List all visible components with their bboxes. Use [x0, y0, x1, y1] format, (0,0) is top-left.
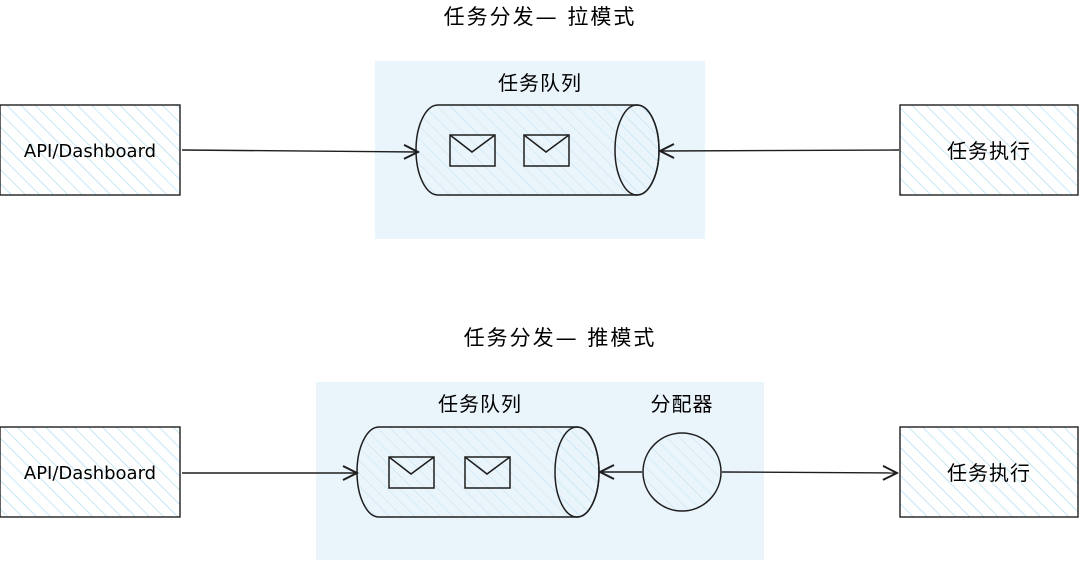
pull-mode-section: 任务分发— 拉模式 任务队列 API/Dashboard 任务执行	[0, 5, 1079, 239]
push-executor-box[interactable]: 任务执行	[899, 426, 1079, 518]
push-source-label: API/Dashboard	[24, 463, 156, 484]
pull-queue-label: 任务队列	[498, 71, 582, 95]
envelope-icon	[388, 456, 435, 489]
arrow-executor-to-queue	[660, 150, 900, 151]
pull-executor-box[interactable]: 任务执行	[899, 104, 1079, 196]
push-queue-label: 任务队列	[438, 392, 522, 416]
envelope-icon	[523, 134, 570, 167]
envelope-icon	[449, 134, 496, 167]
dispatcher-node[interactable]	[642, 432, 722, 512]
arrow-source-to-queue	[181, 150, 418, 152]
pull-source-box[interactable]: API/Dashboard	[0, 104, 181, 196]
pull-executor-label: 任务执行	[947, 139, 1031, 163]
push-source-box[interactable]: API/Dashboard	[0, 426, 181, 518]
push-executor-label: 任务执行	[947, 461, 1031, 485]
push-queue-cylinder	[356, 426, 600, 518]
pull-source-label: API/Dashboard	[24, 141, 156, 162]
pull-queue-cylinder	[415, 104, 660, 196]
dispatcher-label: 分配器	[651, 392, 714, 416]
envelope-icon	[464, 456, 511, 489]
push-mode-title: 任务分发— 推模式	[464, 326, 657, 350]
push-mode-section: 任务分发— 推模式 任务队列 分配器 API/Dashboard 任务执行	[0, 326, 1079, 560]
arrow-dispatcher-to-executor	[721, 472, 897, 473]
pull-mode-title: 任务分发— 拉模式	[444, 5, 637, 29]
